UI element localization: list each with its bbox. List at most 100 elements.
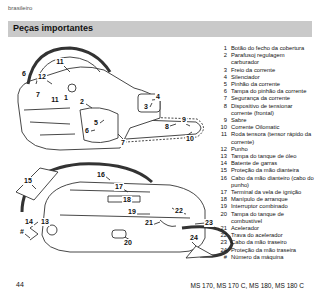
parts-row: 7Segurança da corrente <box>218 95 314 102</box>
item-number: 1 <box>218 45 231 52</box>
item-number: 12 <box>218 146 231 153</box>
parts-row: 17Terminal da vela de ignição <box>218 189 314 196</box>
callout-number: 11 <box>55 58 64 66</box>
parts-list: 1Botão do fecho da cobertura2Parafusoj r… <box>218 45 314 261</box>
item-number: 20 <box>218 211 231 225</box>
item-number: 13 <box>218 153 231 160</box>
callout-number: 11 <box>50 96 59 104</box>
part-name: Punho <box>231 146 314 153</box>
callout-number: 10 <box>185 135 195 143</box>
part-name: Acelerador <box>231 225 314 232</box>
callout-number: 9 <box>181 116 187 124</box>
saw-body <box>18 67 160 150</box>
callout-number: 13 <box>40 218 50 226</box>
top-handle <box>28 48 110 84</box>
callout-number: 15 <box>23 177 33 185</box>
hand-guard <box>16 168 58 200</box>
item-number: 6 <box>218 88 231 95</box>
parts-row: 13Tampa do tanque de óleo <box>218 153 314 160</box>
parts-row: 3Freio da corrente <box>218 67 314 74</box>
parts-row: 2Parafusoj regulagem carburador <box>218 52 314 66</box>
parts-row: 15Proteção da mão dianteira <box>218 167 314 174</box>
item-number: 3 <box>218 67 231 74</box>
part-name: Segurança da corrente <box>231 95 314 102</box>
part-name: Silenciador <box>231 74 314 81</box>
callout-number: 22 <box>174 207 184 215</box>
item-number: 7 <box>218 95 231 102</box>
item-number: 10 <box>218 124 231 131</box>
item-number: 8 <box>218 103 231 117</box>
item-number: 16 <box>218 175 231 189</box>
parts-row: 6Tampa do pinhão da corrente <box>218 88 314 95</box>
item-number: 15 <box>218 167 231 174</box>
part-name: Cabo da mão traseiro <box>231 239 314 246</box>
part-name: Proteção da mão dianteira <box>231 167 314 174</box>
parts-row: 5Pinhão da corrente <box>218 81 314 88</box>
item-number: 9 <box>218 117 231 124</box>
item-number: 17 <box>218 189 231 196</box>
part-name: Interruptor combinado <box>231 203 314 210</box>
oil-cap <box>47 225 57 235</box>
item-number: 19 <box>218 203 231 210</box>
part-name: Dispositivo de tensionar corrente (front… <box>231 103 314 117</box>
part-name: Batente de garras <box>231 160 314 167</box>
part-name: Corrente Oilomatic <box>231 124 314 131</box>
callout-number: # <box>19 228 25 236</box>
item-number: 22 <box>218 232 231 239</box>
parts-row: 22Trava do acelerador <box>218 232 314 239</box>
callout-number: 7 <box>120 139 126 147</box>
parts-row: 4Silenciador <box>218 74 314 81</box>
detail-line <box>60 190 190 218</box>
callout-number: 2 <box>79 98 85 106</box>
callout-number: 14 <box>24 218 34 226</box>
callout-number: 17 <box>114 183 124 191</box>
item-number: 18 <box>218 196 231 203</box>
callout-number: 16 <box>96 171 106 179</box>
part-name: Número da máquina <box>231 254 314 261</box>
parts-row: 21Acelerador <box>218 225 314 232</box>
part-name: Parafusoj regulagem carburador <box>231 52 314 66</box>
item-number: # <box>218 254 231 261</box>
callout-number: 12 <box>37 73 47 81</box>
callout-number: 7 <box>35 91 41 99</box>
muffler <box>138 94 160 112</box>
language-header: brasileiro <box>8 5 32 11</box>
callout-number: 5 <box>93 119 99 127</box>
part-name: Pinhão da corrente <box>231 81 314 88</box>
part-name: Manípulo de arranque <box>231 196 314 203</box>
part-name: Cabo da mão dianteiro (cabo do punho) <box>231 175 314 189</box>
parts-row: 8Dispositivo de tensionar corrente (fron… <box>218 103 314 117</box>
parts-row: 1Botão do fecho da cobertura <box>218 45 314 52</box>
cover-knob <box>68 84 76 92</box>
parts-row: 14Batente de garras <box>218 160 314 167</box>
sprocket-cover <box>80 108 118 143</box>
parts-row: 10Corrente Oilomatic <box>218 124 314 131</box>
parts-row: 24Proteção da mão traseira <box>218 247 314 254</box>
callout-number: 20 <box>123 239 133 247</box>
part-name: Tampa do tanque de combustível <box>231 211 314 225</box>
part-name: Tampa do tanque de óleo <box>231 153 314 160</box>
part-name: Trava do acelerador <box>231 232 314 239</box>
part-name: Proteção da mão traseira <box>231 247 314 254</box>
page-number: 44 <box>16 281 24 288</box>
callout-number: 19 <box>127 208 137 216</box>
item-number: 11 <box>218 131 231 145</box>
callout-number: 6 <box>21 70 27 78</box>
item-number: 4 <box>218 74 231 81</box>
callout-number: 24 <box>189 234 199 242</box>
callout-number: 4 <box>155 93 161 101</box>
item-number: 14 <box>218 160 231 167</box>
part-name: Botão do fecho da cobertura <box>231 45 314 52</box>
callout-number: 3 <box>143 103 149 111</box>
parts-row: 19Interruptor combinado <box>218 203 314 210</box>
callout-number: 21 <box>144 219 154 227</box>
part-name: Terminal da vela de ignição <box>231 189 314 196</box>
item-number: 21 <box>218 225 231 232</box>
item-number: 24 <box>218 247 231 254</box>
part-name: Roda tensora (tensor rápido da corrente) <box>231 131 314 145</box>
leader-line <box>25 176 205 246</box>
part-name: Tampa do pinhão da corrente <box>231 88 314 95</box>
section-title: Peças importantes <box>13 23 93 33</box>
callout-number: 8 <box>164 123 170 131</box>
part-name: Sabre <box>231 117 314 124</box>
